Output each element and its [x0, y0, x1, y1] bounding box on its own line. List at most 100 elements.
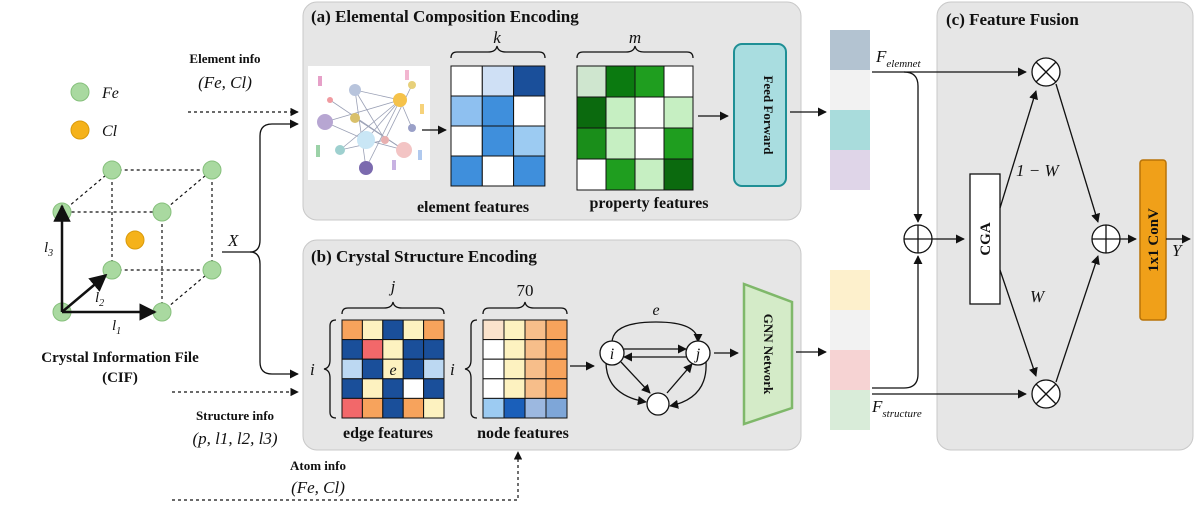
edge-features-label: edge features — [343, 425, 433, 442]
cga-block — [969, 173, 1001, 305]
edge-feature-cell — [382, 378, 404, 399]
element-feature-cell — [450, 155, 483, 187]
add-operator-left — [903, 224, 933, 254]
property-feature-cell — [576, 65, 607, 98]
edge-feature-cell — [382, 319, 404, 341]
node-feature-cell — [524, 358, 547, 380]
structure-feature-vector — [830, 270, 870, 430]
property-feature-cell — [634, 127, 665, 160]
x-label: X — [227, 231, 239, 250]
element-feature-cell — [450, 125, 483, 157]
gnn-network-block — [742, 282, 794, 426]
node-feature-grid — [482, 319, 568, 419]
lattice-vector-l2 — [61, 273, 108, 313]
cl-atom — [125, 230, 145, 250]
property-feature-cell — [663, 96, 694, 129]
element-vector-segment — [830, 110, 870, 150]
j-label: j — [389, 277, 396, 296]
node-feature-cell — [503, 397, 526, 419]
element-features-label: element features — [417, 199, 529, 216]
f-structure-to-sum — [872, 255, 923, 389]
node-feature-cell — [524, 339, 547, 360]
node-i-label: i — [450, 360, 455, 379]
element-feature-cell — [481, 95, 515, 127]
graph-edge-label: e — [652, 302, 659, 319]
element-feature-grid — [450, 65, 546, 187]
edge-feature-grid: e — [341, 319, 445, 419]
fe-atom — [152, 302, 172, 322]
property-feature-cell — [663, 65, 694, 98]
k-label: k — [493, 28, 501, 47]
element-network-image — [308, 66, 430, 180]
edge-i-brace — [323, 319, 337, 419]
w-label: W — [1030, 287, 1046, 306]
node-feature-cell — [482, 319, 505, 341]
edge-feature-cell — [423, 339, 445, 360]
graph-edge-i-to-k — [620, 361, 651, 394]
panel-b-title: (b) Crystal Structure Encoding — [311, 247, 537, 266]
edge-feature-cell — [361, 339, 384, 360]
edge-grid-e-label: e — [389, 362, 396, 379]
edge-feature-cell — [361, 397, 384, 419]
one-minus-w-label: 1 − W — [1016, 161, 1060, 180]
property-features-label: property features — [590, 195, 709, 212]
element-feature-cell — [450, 95, 483, 127]
panel-c-background — [936, 1, 1194, 451]
edge-feature-cell — [341, 397, 363, 419]
atom-info-arrow — [172, 451, 523, 501]
crystal-cube — [52, 160, 222, 322]
feed-forward-block — [733, 43, 787, 187]
feed-forward-label: Feed Forward — [761, 75, 776, 155]
edge-feature-cell — [402, 397, 425, 419]
edge-feature-cell — [382, 397, 404, 419]
edge-feature-cell — [361, 378, 384, 399]
fe-atom — [202, 260, 222, 280]
graph-node-k — [646, 392, 670, 416]
property-feature-cell — [663, 158, 694, 191]
add-operator-right — [1091, 224, 1121, 254]
edge-feature-cell — [341, 378, 363, 399]
element-feature-cell — [513, 65, 546, 97]
fe-legend-dot — [70, 82, 90, 102]
f-element-to-sum — [903, 71, 923, 223]
x-split-connector — [222, 119, 299, 253]
property-feature-cell — [576, 127, 607, 160]
graph-node-i — [599, 340, 625, 366]
label-l3: l3 — [44, 240, 53, 259]
element-info-title: Element info — [189, 51, 260, 66]
property-feature-cell — [605, 127, 636, 160]
label-l2: l2 — [95, 290, 104, 309]
node-feature-cell — [482, 397, 505, 419]
element-feature-cell — [481, 125, 515, 157]
fe-legend-label: Fe — [101, 85, 119, 102]
graph-self-edge-top — [611, 321, 703, 344]
property-feature-cell — [634, 158, 665, 191]
edge-feature-cell — [382, 339, 404, 360]
element-vector-segment — [830, 150, 870, 190]
multiply-bottom-to-add — [1055, 255, 1100, 383]
conv-block — [1139, 159, 1167, 321]
node-feature-cell — [503, 339, 526, 360]
panel-c-title: (c) Feature Fusion — [946, 10, 1079, 29]
m-brace — [576, 45, 694, 59]
multiply-operator-top — [1031, 57, 1061, 87]
element-feature-cell — [513, 155, 546, 187]
element-info-value: (Fe, Cl) — [198, 73, 252, 92]
f-structure-label: Fstructure — [871, 397, 922, 420]
edge-feature-cell — [423, 319, 445, 341]
graph-edge-j-down — [669, 361, 707, 409]
edge-feature-cell — [341, 319, 363, 341]
property-feature-grid — [576, 65, 694, 191]
edge-feature-cell — [402, 339, 425, 360]
cga-to-multiply-bottom — [999, 269, 1038, 377]
element-feature-cell — [481, 155, 515, 187]
element-feature-cell — [481, 65, 515, 97]
node-feature-cell — [545, 319, 568, 341]
edge-feature-cell — [402, 358, 425, 380]
edge-feature-cell — [341, 358, 363, 380]
structure-vector-segment — [830, 310, 870, 350]
multiply-operator-bottom — [1031, 379, 1061, 409]
property-feature-cell — [663, 127, 694, 160]
cif-title: Crystal Information File — [41, 350, 199, 366]
property-feature-cell — [576, 158, 607, 191]
